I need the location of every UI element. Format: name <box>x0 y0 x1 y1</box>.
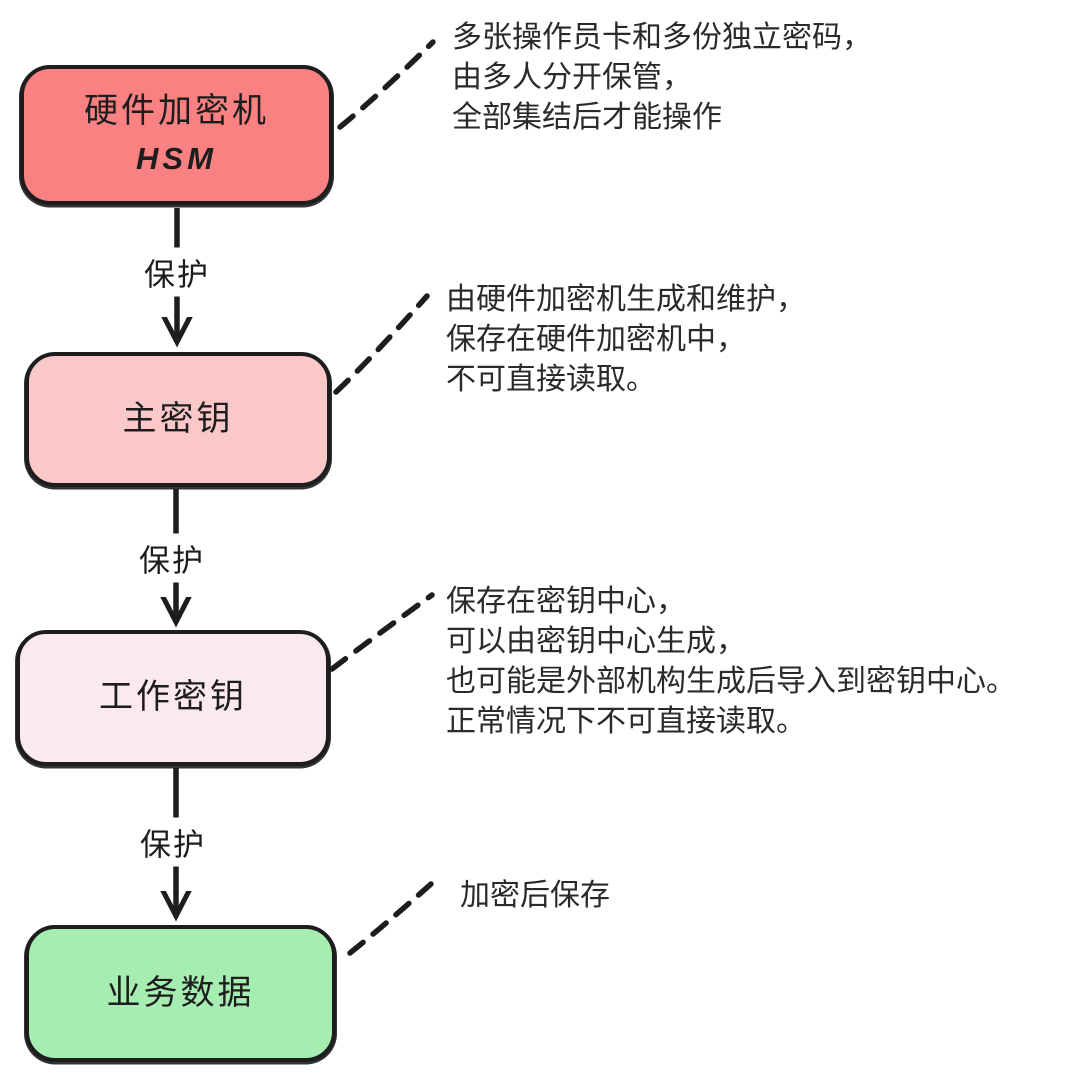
node-working-key-label: 工作密钥 <box>99 678 247 717</box>
annotation-business-data: 加密后保存 <box>460 876 610 916</box>
node-hsm-label: 硬件加密机 <box>84 92 269 131</box>
node-hsm-sublabel: HSM <box>136 140 217 176</box>
node-working-key: 工作密钥 <box>16 630 330 766</box>
annotation-connector-business-data <box>347 881 434 956</box>
edge-label-protect-2: 保护 <box>135 533 209 583</box>
annotation-hsm: 多张操作员卡和多份独立密码， 由多人分开保管， 全部集结后才能操作 <box>452 18 872 138</box>
node-business-data: 业务数据 <box>25 925 336 1062</box>
annotation-master-key: 由硬件加密机生成和维护， 保存在硬件加密机中， 不可直接读取。 <box>446 280 806 400</box>
annotation-connector-master-key <box>333 293 430 395</box>
annotation-connector-hsm <box>337 39 436 130</box>
node-hsm: 硬件加密机 HSM <box>20 65 333 205</box>
annotation-hsm-line-2: 由多人分开保管， <box>452 61 692 94</box>
annotation-working-key-line-4: 正常情况下不可直接读取。 <box>446 705 806 738</box>
annotation-hsm-line-3: 全部集结后才能操作 <box>452 101 722 134</box>
annotation-working-key-line-2: 可以由密钥中心生成， <box>446 625 746 658</box>
annotation-hsm-line-1: 多张操作员卡和多份独立密码， <box>452 21 872 54</box>
edge-label-protect-3: 保护 <box>136 817 210 867</box>
annotation-master-key-line-2: 保存在硬件加密机中， <box>446 323 746 356</box>
annotation-working-key-line-3: 也可能是外部机构生成后导入到密钥中心。 <box>446 665 1016 698</box>
node-business-data-label: 业务数据 <box>106 973 255 1012</box>
node-master-key-label: 主密钥 <box>122 399 234 438</box>
annotation-master-key-line-3: 不可直接读取。 <box>446 363 656 396</box>
node-master-key: 主密钥 <box>25 352 331 487</box>
annotation-business-data-line-1: 加密后保存 <box>460 879 610 912</box>
annotation-working-key-line-1: 保存在密钥中心， <box>446 585 686 618</box>
edge-label-protect-1: 保护 <box>140 247 214 297</box>
annotation-connector-working-key <box>329 592 435 672</box>
annotation-working-key: 保存在密钥中心， 可以由密钥中心生成， 也可能是外部机构生成后导入到密钥中心。 … <box>446 582 1016 742</box>
annotation-master-key-line-1: 由硬件加密机生成和维护， <box>446 283 806 316</box>
